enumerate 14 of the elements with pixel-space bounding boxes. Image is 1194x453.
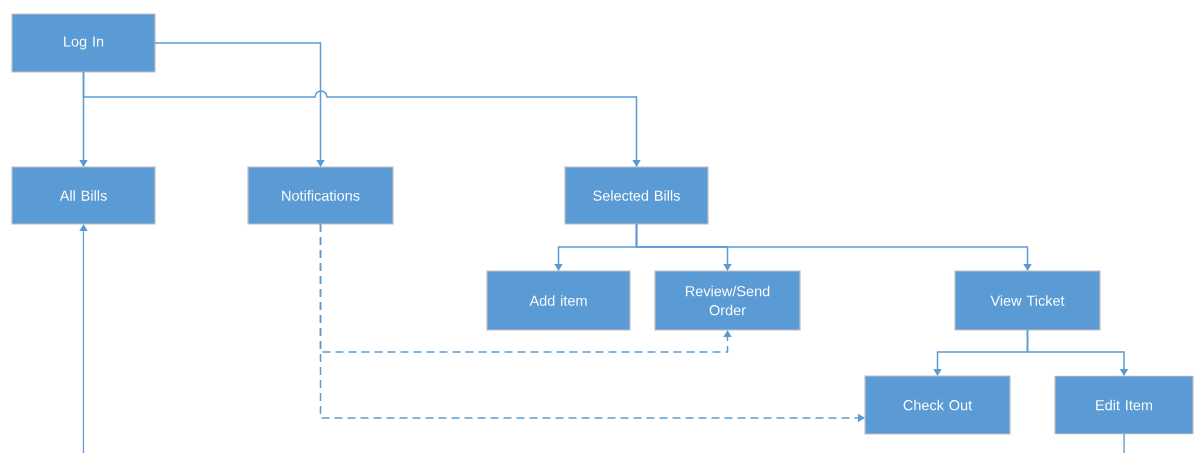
arrow xyxy=(79,224,88,453)
arrow xyxy=(1026,329,1129,376)
arrow xyxy=(635,223,1032,271)
process-box: Add item xyxy=(486,270,631,331)
process-box: Notifications xyxy=(247,166,394,225)
process-box: All Bills xyxy=(11,166,156,225)
process-box: Selected Bills xyxy=(564,166,709,225)
process-box: Log In xyxy=(11,13,156,73)
process-box: Check Out xyxy=(864,375,1011,435)
process-box: View Ticket xyxy=(954,270,1101,331)
process-box: Review/Send Order xyxy=(654,270,801,331)
arrow xyxy=(82,71,641,167)
arrow xyxy=(154,42,325,167)
process-box: Edit Item xyxy=(1054,375,1194,435)
